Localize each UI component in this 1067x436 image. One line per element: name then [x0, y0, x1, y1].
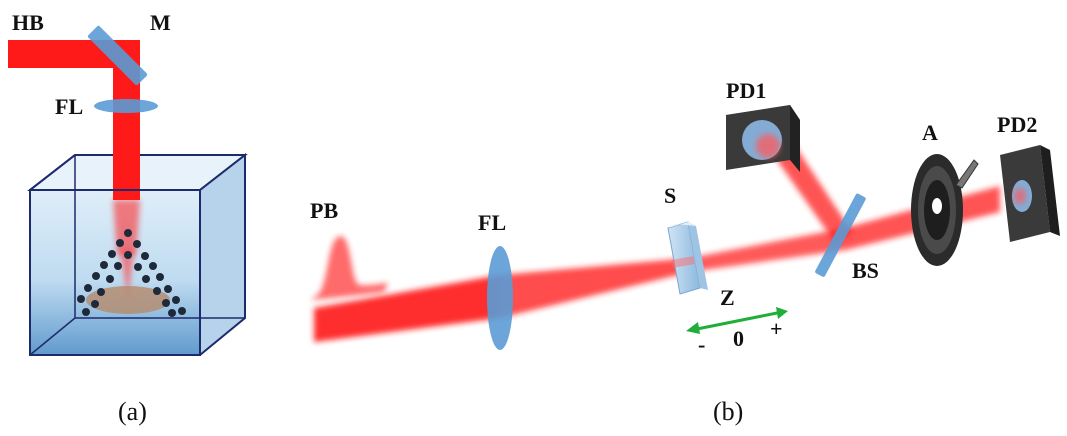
- reflected-beam: [770, 138, 852, 244]
- probe-pulse: [312, 235, 388, 300]
- panel-b: Z - 0 + PB FL S: [310, 78, 1060, 426]
- mirror: [87, 25, 148, 86]
- label-s: S: [664, 183, 676, 208]
- caption-b: (b): [713, 397, 743, 426]
- focusing-lens-a: [94, 99, 158, 113]
- focusing-lens-b: [487, 246, 513, 350]
- label-z-minus: -: [698, 332, 705, 357]
- label-pb: PB: [310, 198, 338, 223]
- label-z-plus: +: [770, 316, 783, 341]
- label-m: M: [150, 10, 171, 35]
- tank-frame: [29, 152, 246, 356]
- label-hb: HB: [12, 10, 44, 35]
- panel-a: HB M FL (a): [8, 10, 248, 426]
- detector-pd2: [1000, 145, 1060, 242]
- label-fl-a: FL: [55, 94, 83, 119]
- label-pd1: PD1: [726, 78, 766, 103]
- label-a: A: [922, 120, 938, 145]
- detector-pd1: [726, 105, 800, 172]
- probe-beam: [314, 186, 1000, 342]
- z-axis-arrow: [686, 307, 788, 334]
- beam-splitter: [815, 193, 866, 277]
- label-pd2: PD2: [997, 112, 1037, 137]
- sample-cuvette: [667, 221, 708, 295]
- particle-cone: [77, 229, 186, 317]
- label-fl-b: FL: [478, 210, 506, 235]
- caption-a: (a): [118, 397, 147, 426]
- label-z-zero: 0: [733, 326, 744, 351]
- aperture: [911, 154, 979, 266]
- label-bs: BS: [852, 258, 879, 283]
- label-z: Z: [720, 285, 735, 310]
